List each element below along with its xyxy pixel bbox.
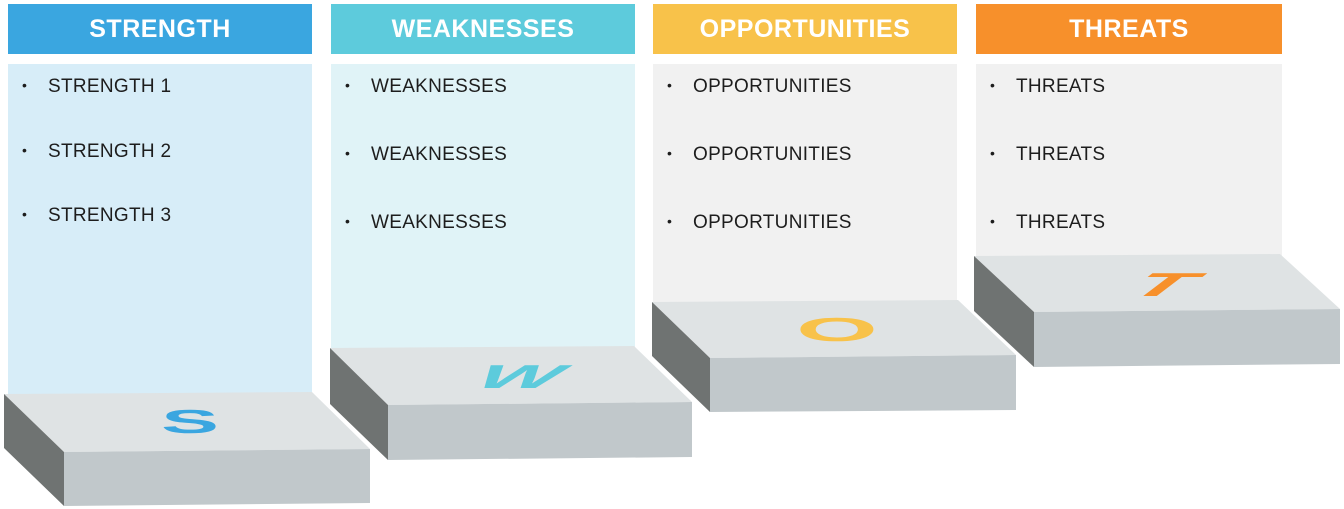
block-t: T [974,254,1340,367]
list-item-text: THREATS [1016,212,1106,233]
block-o: O [652,300,1016,412]
threats-header: THREATS [976,4,1282,54]
list-item-text: OPPORTUNITIES [693,212,852,233]
weaknesses-header: WEAKNESSES [331,4,635,54]
opportunities-header: OPPORTUNITIES [653,4,957,54]
block-w: W [330,346,692,460]
threats-panel [976,64,1282,260]
list-item: •THREATS [990,144,1106,165]
list-item-text: OPPORTUNITIES [693,144,852,165]
strength-panel [8,64,312,400]
list-item-text: OPPORTUNITIES [693,76,852,97]
list-item: •STRENGTH 1 [22,76,172,97]
list-item: •WEAKNESSES [345,212,508,233]
list-item-text: STRENGTH 2 [48,141,172,162]
list-item: •THREATS [990,76,1106,97]
weaknesses-panel [331,64,635,352]
list-item: •STRENGTH 2 [22,141,172,162]
letter-s: S [161,403,219,440]
list-item: •WEAKNESSES [345,144,508,165]
list-item-text: STRENGTH 1 [48,76,172,97]
list-item-text: THREATS [1016,76,1106,97]
block-s: S [4,392,370,506]
letter-o: O [796,312,878,348]
list-item: •OPPORTUNITIES [667,144,852,165]
list-item-text: WEAKNESSES [371,212,508,233]
list-item: •WEAKNESSES [345,76,508,97]
list-item: •OPPORTUNITIES [667,76,852,97]
list-item: •THREATS [990,212,1106,233]
strength-header: STRENGTH [8,4,312,54]
opportunities-panel [653,64,957,306]
list-item-text: WEAKNESSES [371,144,508,165]
list-item-text: WEAKNESSES [371,76,508,97]
list-item-text: THREATS [1016,144,1106,165]
list-item: •OPPORTUNITIES [667,212,852,233]
list-item: •STRENGTH 3 [22,205,172,226]
list-item-text: STRENGTH 3 [48,205,172,226]
